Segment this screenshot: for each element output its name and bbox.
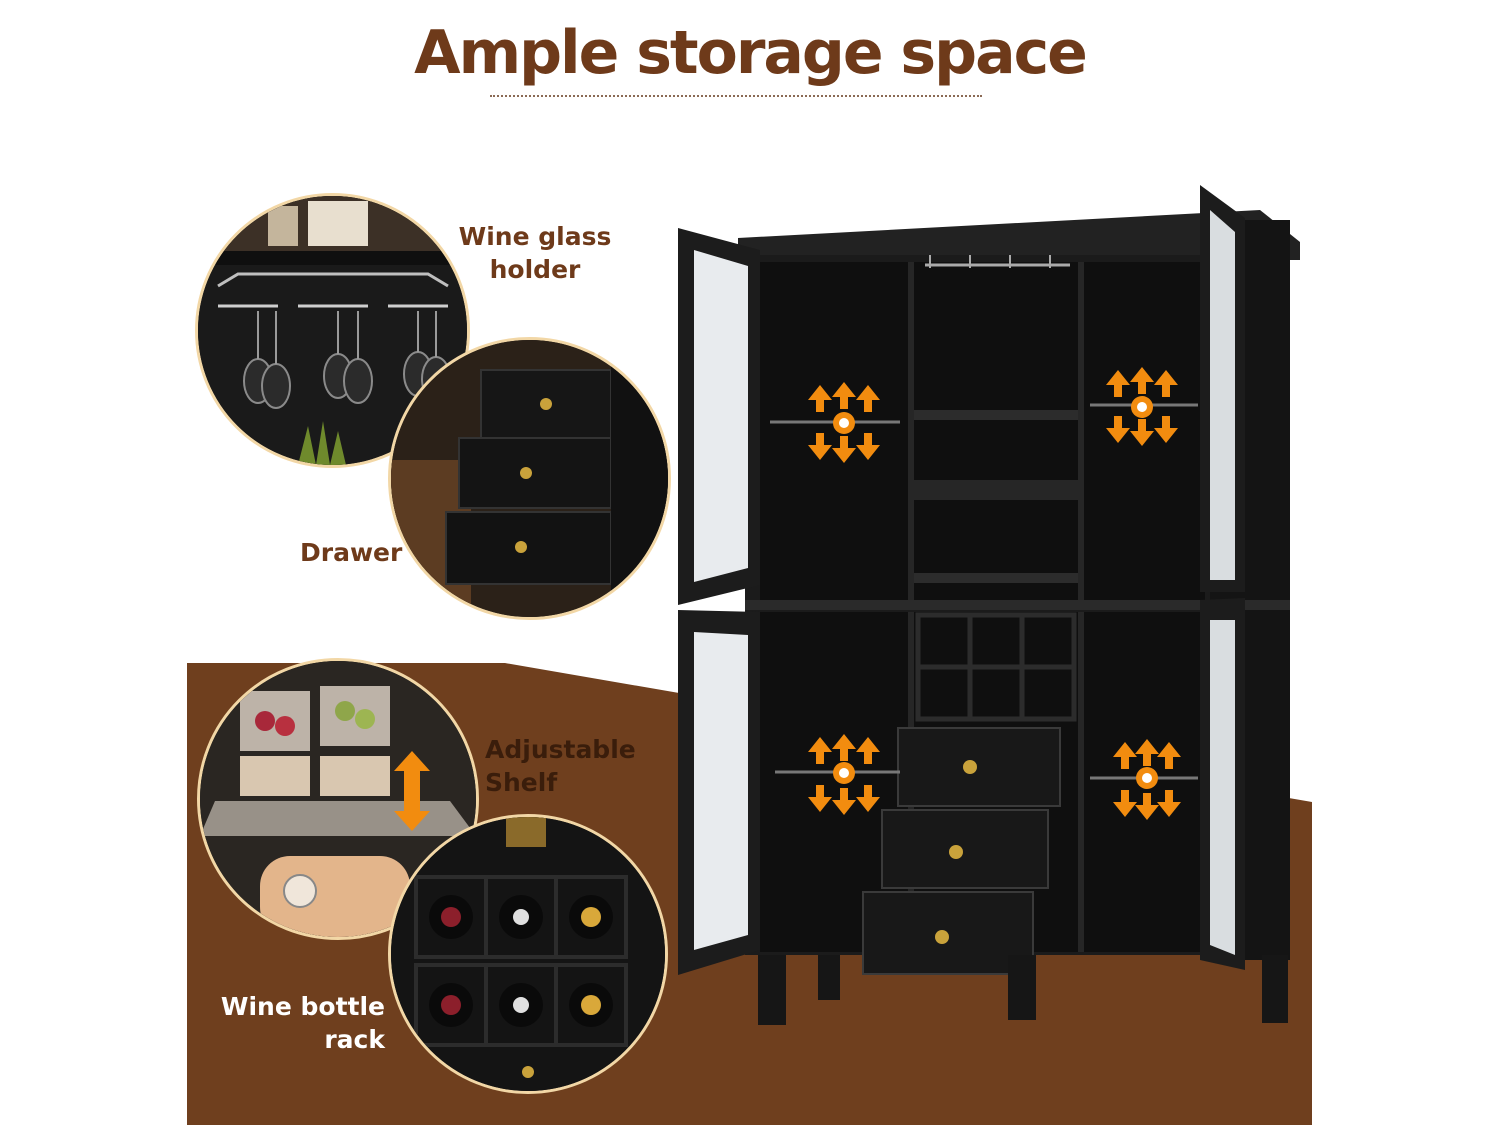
title-divider: [490, 95, 982, 97]
drawer-label: Drawer: [300, 538, 403, 567]
drawer-illustration: [391, 340, 668, 617]
cabinet-illustration: [678, 185, 1300, 1025]
wine-bottle-rack-label: Wine bottle rack: [220, 992, 385, 1054]
wine-bottle-rack-photo: [388, 814, 668, 1094]
page-title: Ample storage space: [414, 18, 1088, 88]
adjustable-shelf-label: Adjustable Shelf: [485, 735, 636, 797]
wine-glass-holder-label: Wine glass holder: [458, 222, 612, 284]
wine-bottle-rack-illustration: [391, 817, 665, 1091]
drawer-photo: [388, 337, 671, 620]
